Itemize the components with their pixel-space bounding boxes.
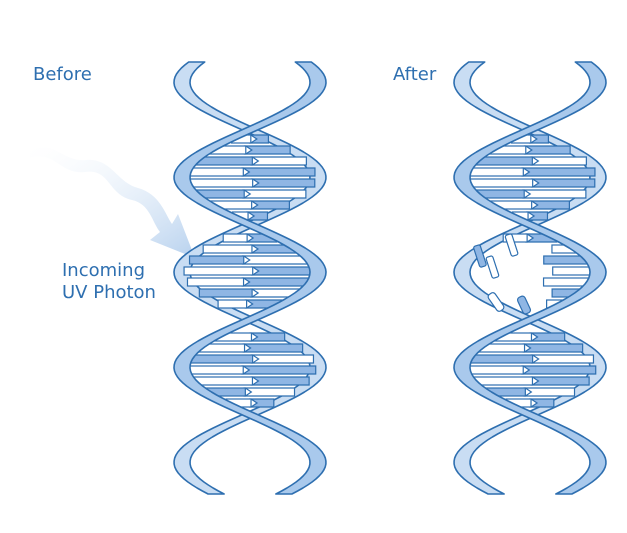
base-pair xyxy=(250,156,307,166)
base-pair xyxy=(529,398,555,408)
dna-helix-before xyxy=(173,61,327,495)
photon-label-line1: Incoming xyxy=(62,260,145,281)
base-pair xyxy=(186,277,245,287)
photon-label-line2: UV Photon xyxy=(62,282,156,303)
base-pair xyxy=(249,332,286,342)
base-pair xyxy=(188,255,245,265)
broken-base xyxy=(504,233,519,257)
base-pair xyxy=(184,178,254,188)
base-pair xyxy=(529,332,566,342)
broken-base xyxy=(487,292,505,312)
base-pair xyxy=(463,365,524,375)
base-pair xyxy=(530,376,590,386)
base-pair xyxy=(222,233,248,243)
photon-label: Incoming UV Photon xyxy=(62,260,156,304)
base-pair xyxy=(502,233,528,243)
wavy-arrow-icon xyxy=(30,147,195,258)
base-pair xyxy=(217,299,248,309)
broken-base xyxy=(516,295,532,315)
base-pair xyxy=(183,365,244,375)
after-label: After xyxy=(393,64,437,85)
base-pair xyxy=(250,178,316,188)
base-pair xyxy=(249,200,290,210)
base-pair xyxy=(198,288,253,298)
base-pair xyxy=(464,167,524,177)
broken-base xyxy=(473,244,487,268)
base-pair xyxy=(523,145,571,155)
base-pair xyxy=(530,354,595,364)
base-pair xyxy=(241,365,317,375)
base-pair xyxy=(185,354,254,364)
base-pair xyxy=(530,156,587,166)
base-pair xyxy=(243,145,291,155)
base-pair xyxy=(249,398,275,408)
base-pair xyxy=(521,167,596,177)
front-strand xyxy=(453,61,607,495)
base-pair xyxy=(242,343,304,353)
base-pair xyxy=(530,178,596,188)
base-pair xyxy=(241,255,312,265)
front-strand xyxy=(173,61,327,495)
base-pair xyxy=(246,211,269,221)
base-pair xyxy=(528,134,550,144)
base-pair xyxy=(241,277,314,287)
base-pair xyxy=(526,211,549,221)
base-pair xyxy=(250,354,315,364)
base-pair xyxy=(465,354,534,364)
base-pair xyxy=(202,244,253,254)
before-label: Before xyxy=(33,64,92,85)
base-pair xyxy=(248,134,270,144)
base-pair xyxy=(521,365,597,375)
base-pair xyxy=(522,189,587,199)
dna-helix-after xyxy=(453,61,607,495)
base-pair xyxy=(529,200,570,210)
base-pair xyxy=(464,178,534,188)
base-pair xyxy=(250,288,302,298)
base-pair xyxy=(183,266,254,276)
base-pair xyxy=(522,343,584,353)
base-pair xyxy=(243,387,296,397)
base-pair xyxy=(250,266,317,276)
base-pair xyxy=(184,167,244,177)
broken-base xyxy=(485,255,500,279)
base-pair xyxy=(241,167,316,177)
base-pair xyxy=(242,189,307,199)
base-pair xyxy=(523,387,576,397)
base-pair xyxy=(250,376,310,386)
